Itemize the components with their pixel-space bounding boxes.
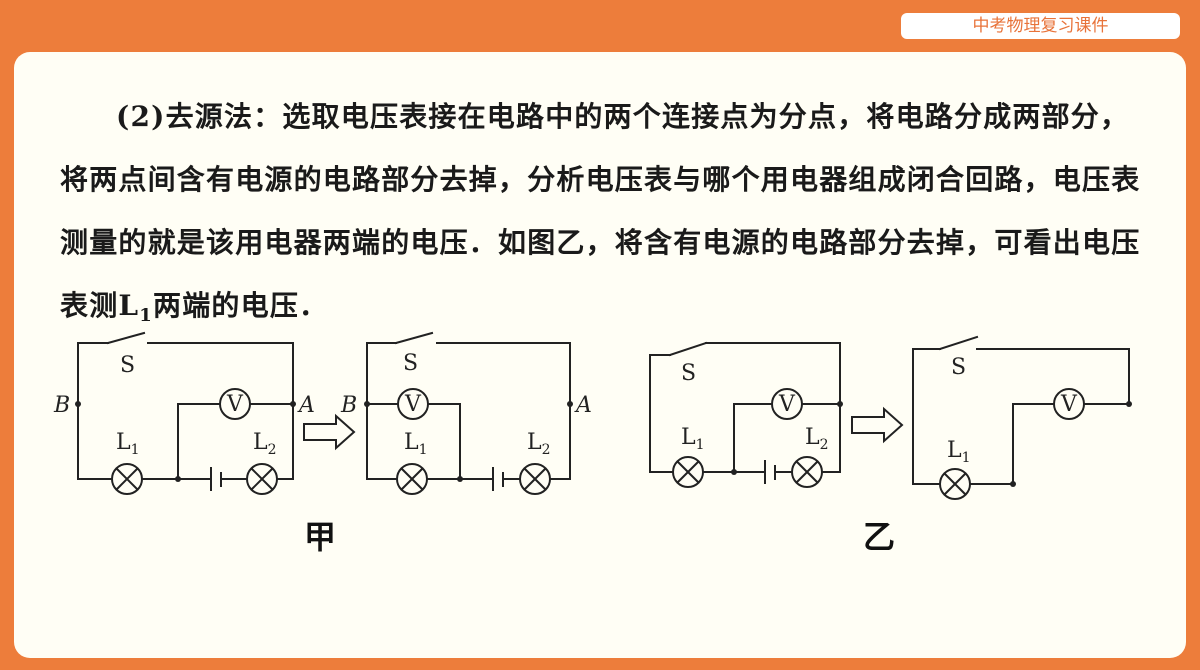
node-dot: [837, 401, 843, 407]
node-b-label: B: [340, 393, 357, 418]
lamp-icon: [246, 463, 278, 495]
node-dot: [731, 469, 737, 475]
right-hollow-arrow-icon: [851, 408, 903, 442]
lamp2-label: L2: [805, 425, 829, 453]
lamp-icon: [111, 463, 143, 495]
caption-yi: 乙: [863, 518, 895, 556]
method-lead: (2)去源法：: [116, 100, 283, 133]
voltmeter-label: V: [1060, 392, 1078, 417]
node-dot: [457, 476, 463, 482]
lamp1-label: L1: [681, 425, 705, 453]
lamp-icon: [519, 463, 551, 495]
content-panel: (2)去源法：选取电压表接在电路中的两个连接点为分点，将电路分成两部分，将两点间…: [14, 52, 1186, 658]
lamp-symbol-sub: 1: [139, 305, 154, 326]
node-dot: [1126, 401, 1132, 407]
voltmeter-label: V: [404, 392, 422, 417]
node-dot: [290, 401, 296, 407]
lamp-symbol: L: [118, 289, 140, 322]
voltmeter-label: V: [226, 392, 244, 417]
lamp2-label: L2: [527, 430, 551, 458]
node-dot: [567, 401, 573, 407]
node-a-label: A: [297, 393, 315, 418]
course-tag: 中考物理复习课件: [901, 13, 1180, 39]
node-dot: [75, 401, 81, 407]
node-a-label: A: [574, 393, 592, 418]
method-body: 选取电压表接在电路中的两个连接点为分点，将电路分成两部分，将两点间含有电源的电路…: [60, 100, 1141, 322]
node-dot: [175, 476, 181, 482]
circuit-jia-redrawn: [366, 331, 571, 491]
lamp1-label: L1: [947, 438, 971, 466]
circuit-yi-simplified: [912, 335, 1130, 485]
explanation-paragraph: (2)去源法：选取电压表接在电路中的两个连接点为分点，将电路分成两部分，将两点间…: [60, 85, 1150, 347]
lamp-icon: [791, 456, 823, 488]
lamp2-label: L2: [253, 430, 277, 458]
voltmeter-label: V: [778, 392, 796, 417]
switch-label: S: [951, 355, 966, 380]
lamp-icon: [939, 468, 971, 500]
right-hollow-arrow-icon: [303, 415, 355, 449]
caption-jia: 甲: [304, 518, 336, 556]
switch-label: S: [120, 353, 135, 378]
lamp1-label: L1: [404, 430, 428, 458]
lamp-icon: [672, 456, 704, 488]
method-tail: 两端的电压．: [153, 289, 329, 322]
lamp-icon: [396, 463, 428, 495]
switch-label: S: [403, 351, 418, 376]
node-b-label: B: [53, 393, 70, 418]
switch-label: S: [681, 361, 696, 386]
node-dot: [1010, 481, 1016, 487]
node-dot: [364, 401, 370, 407]
lamp1-label: L1: [116, 430, 140, 458]
